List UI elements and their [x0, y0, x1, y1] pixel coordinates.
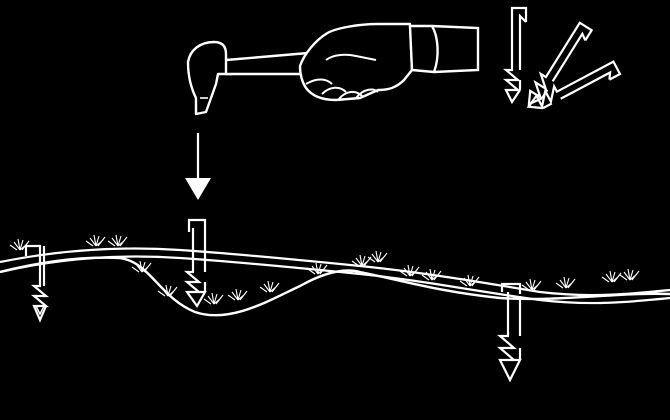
spare-stake-icon: [526, 60, 622, 110]
tube-line-icon: [0, 247, 670, 305]
ground-stake-icon: [24, 244, 50, 323]
spare-stake-icon: [502, 6, 528, 105]
hammer-icon: [186, 40, 324, 116]
ground-stake-icon: [183, 218, 207, 309]
down-arrow-icon: [185, 133, 211, 200]
ground-stake-icon: [497, 282, 522, 383]
hand-icon: [298, 22, 480, 102]
